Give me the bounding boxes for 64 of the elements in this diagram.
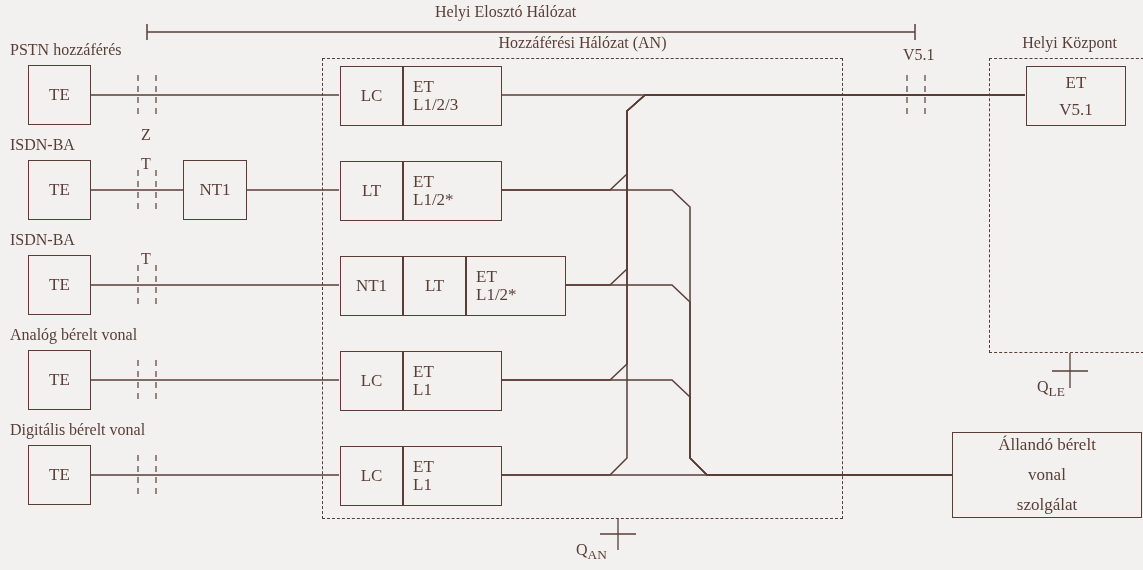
- connection-line: [90, 189, 184, 191]
- block-label: ET: [413, 458, 434, 476]
- block-label: V5.1: [1059, 99, 1093, 121]
- block-label: TE: [49, 181, 70, 199]
- function-block: [403, 161, 502, 221]
- block-label: ET: [476, 268, 497, 286]
- block-label: TE: [49, 371, 70, 389]
- block-label: ET: [413, 78, 434, 96]
- block-label: LC: [360, 372, 383, 390]
- block-label: TE: [49, 86, 70, 104]
- line-type-label: ISDN-BA: [10, 136, 75, 154]
- interface-label: T: [141, 250, 151, 268]
- interface-label: Z: [141, 126, 151, 144]
- block-label: TE: [49, 466, 70, 484]
- line-type-label: PSTN hozzáférés: [10, 41, 122, 59]
- function-block: [1026, 66, 1126, 126]
- reference-point-label: Q$_{AN}$: [576, 541, 607, 564]
- block-label: ET: [1065, 71, 1087, 94]
- function-block: [28, 65, 91, 125]
- function-block: [340, 161, 403, 221]
- block-label: L1: [413, 381, 432, 399]
- connection-line: [246, 189, 340, 191]
- function-block: [466, 256, 566, 316]
- line-type-label: ISDN-BA: [10, 231, 75, 249]
- network-span-label: Helyi Elosztó Hálózat: [435, 3, 577, 21]
- block-label: L1/2*: [413, 191, 454, 209]
- connection-line: [90, 284, 340, 286]
- function-block: [403, 256, 466, 316]
- function-block: [340, 446, 403, 506]
- function-block: [28, 350, 91, 410]
- function-block: [403, 66, 502, 126]
- block-label: NT1: [355, 277, 388, 295]
- block-label: TE: [49, 276, 70, 294]
- block-label: LC: [360, 467, 383, 485]
- function-block: [28, 160, 91, 220]
- function-block: [340, 66, 403, 126]
- region-heading: Helyi Központ: [1021, 34, 1118, 52]
- connection-line: [90, 379, 340, 381]
- block-label: LT: [424, 277, 445, 295]
- connection-line: [90, 94, 340, 96]
- function-block: [340, 256, 403, 316]
- connection-line: [90, 474, 340, 476]
- function-block: [28, 445, 91, 505]
- block-label: ET: [413, 173, 434, 191]
- block-label: LC: [360, 87, 383, 105]
- function-block: [403, 446, 502, 506]
- function-block: [340, 351, 403, 411]
- block-label: LT: [361, 182, 382, 200]
- interface-label: T: [141, 155, 151, 173]
- line-type-label: Digitális bérelt vonal: [10, 421, 146, 439]
- block-label: L1: [413, 476, 432, 494]
- block-label: L1/2/3: [413, 96, 459, 114]
- block-label: ET: [413, 363, 434, 381]
- reference-point-label: Q$_{LE}$: [1037, 378, 1065, 401]
- function-block: [183, 160, 247, 220]
- line-type-label: Analóg bérelt vonal: [10, 326, 138, 344]
- function-block: [952, 432, 1142, 518]
- function-block: [403, 351, 502, 411]
- block-label: NT1: [199, 181, 231, 199]
- interface-label: V5.1: [903, 46, 935, 64]
- block-label: L1/2*: [476, 286, 517, 304]
- block-label: Állandó bérelt vonal szolgálat: [997, 434, 1097, 516]
- function-block: [28, 255, 91, 315]
- region-heading: Hozzáférési Hálózat (AN): [497, 34, 668, 52]
